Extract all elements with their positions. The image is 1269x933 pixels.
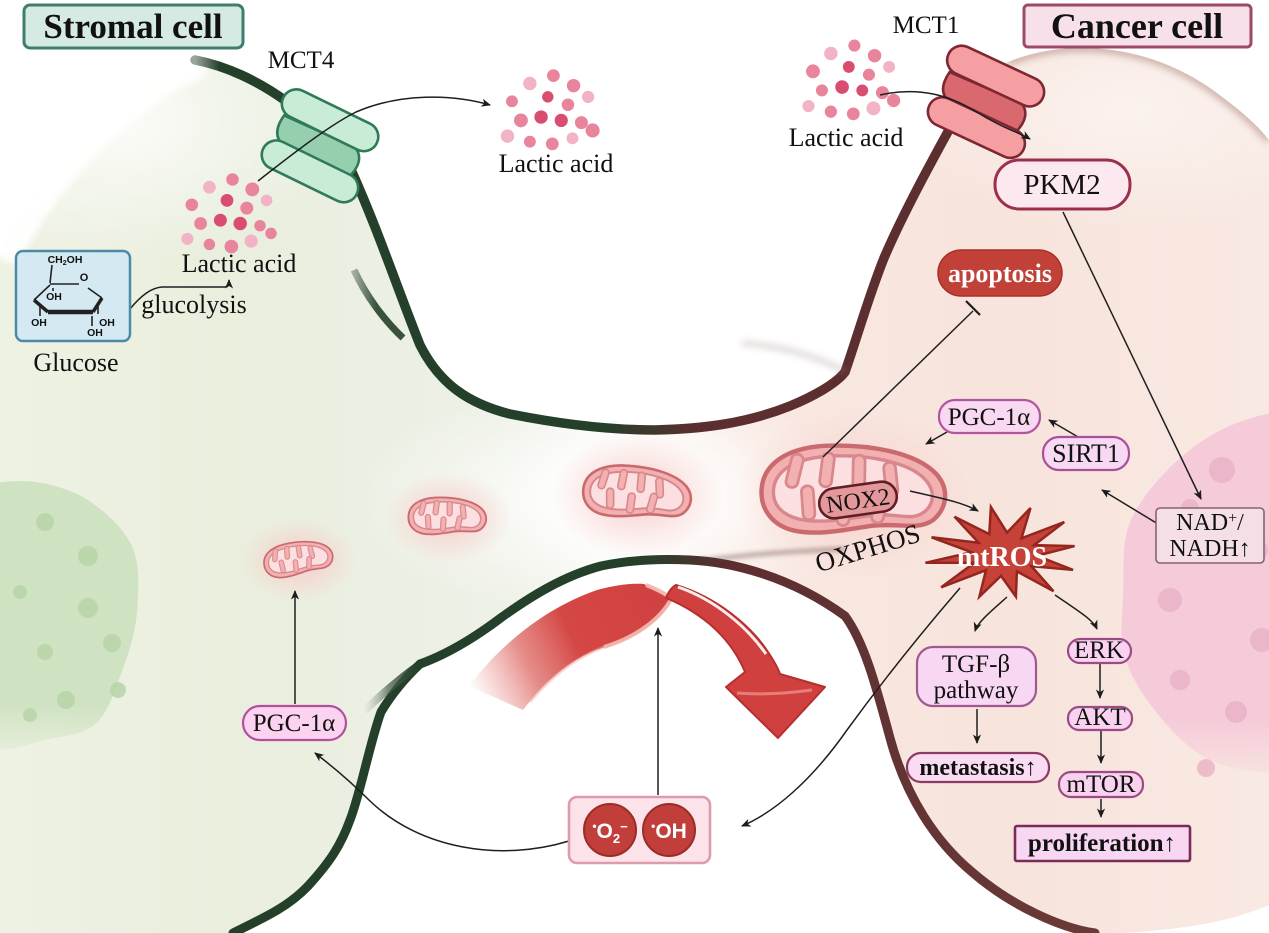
svg-text:metastasis↑: metastasis↑	[919, 755, 1036, 781]
svg-text:Stromal cell: Stromal cell	[43, 7, 222, 46]
svg-text:apoptosis: apoptosis	[948, 259, 1052, 288]
svg-text:•O2−: •O2−	[592, 819, 628, 846]
svg-text:O: O	[80, 272, 89, 284]
svg-text:Lactic acid: Lactic acid	[789, 123, 904, 152]
svg-text:mTOR: mTOR	[1067, 771, 1136, 798]
svg-text:PGC-1α: PGC-1α	[253, 710, 336, 737]
svg-text:Cancer cell: Cancer cell	[1051, 6, 1223, 46]
svg-text:OH: OH	[46, 291, 62, 303]
svg-text:MCT1: MCT1	[893, 12, 960, 39]
svg-text:AKT: AKT	[1074, 704, 1125, 731]
svg-text:MCT4: MCT4	[268, 47, 335, 74]
svg-text:mtROS: mtROS	[957, 542, 1047, 573]
svg-text:PKM2: PKM2	[1023, 169, 1100, 201]
svg-text:OH: OH	[87, 327, 103, 339]
svg-text:PGC-1α: PGC-1α	[948, 404, 1031, 431]
svg-text:glucolysis: glucolysis	[141, 290, 246, 319]
svg-text:CH2OH: CH2OH	[48, 254, 83, 267]
svg-text:proliferation↑: proliferation↑	[1028, 830, 1176, 857]
svg-text:•OH: •OH	[651, 819, 687, 843]
svg-text:ERK: ERK	[1074, 637, 1124, 664]
svg-text:Glucose: Glucose	[33, 348, 118, 377]
svg-text:NADH↑: NADH↑	[1169, 536, 1250, 562]
svg-text:pathway: pathway	[934, 677, 1019, 704]
svg-text:SIRT1: SIRT1	[1052, 439, 1120, 468]
svg-text:OH: OH	[31, 317, 47, 329]
svg-text:TGF-β: TGF-β	[942, 651, 1010, 678]
svg-text:Lactic acid: Lactic acid	[182, 249, 297, 278]
svg-text:Lactic acid: Lactic acid	[499, 149, 614, 178]
svg-text:OH: OH	[99, 317, 115, 329]
